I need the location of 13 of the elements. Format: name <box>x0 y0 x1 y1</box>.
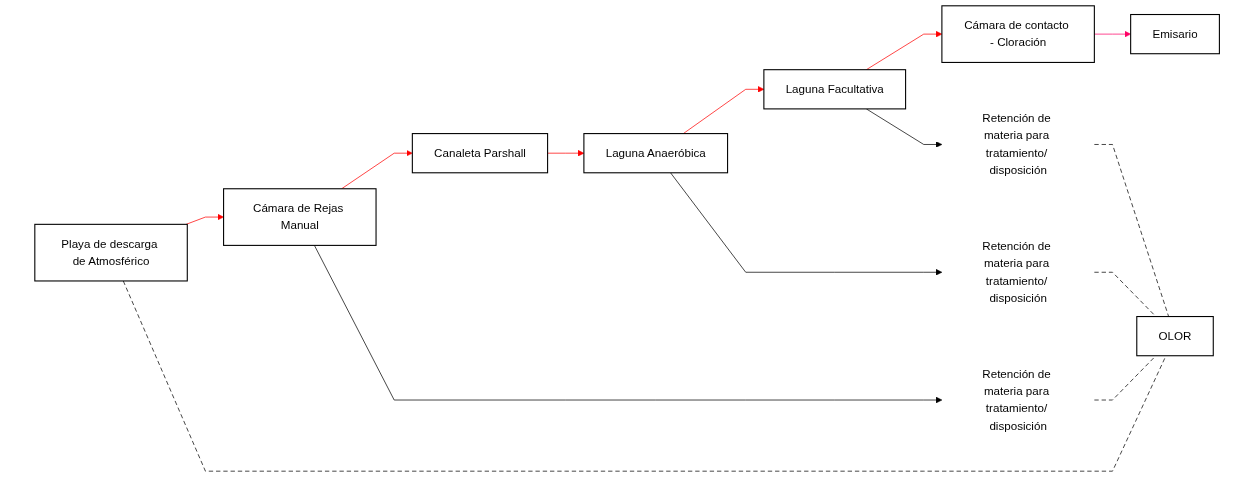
node-text: Retención de materia para tratamiento/ disposición <box>982 239 1051 305</box>
node-box: Playa de descarga de Atmosférico <box>34 223 188 282</box>
node-text: Retención de materia para tratamiento/ disposición <box>982 367 1051 432</box>
node-box: Cámara de contacto - Cloración <box>941 5 1095 63</box>
node-box: Emisario <box>1130 13 1220 55</box>
connector <box>122 280 1167 472</box>
node-box: Laguna Facultativa <box>763 69 907 110</box>
node-box: Canaleta Parshall <box>411 133 549 174</box>
node-box: Cámara de Rejas Manual <box>222 188 377 246</box>
connector <box>1093 144 1169 317</box>
node-text: Retención de materia para tratamiento/ disposición <box>982 111 1051 177</box>
node-box: Laguna Anaeróbica <box>583 133 728 174</box>
node-box: OLOR <box>1136 316 1214 357</box>
